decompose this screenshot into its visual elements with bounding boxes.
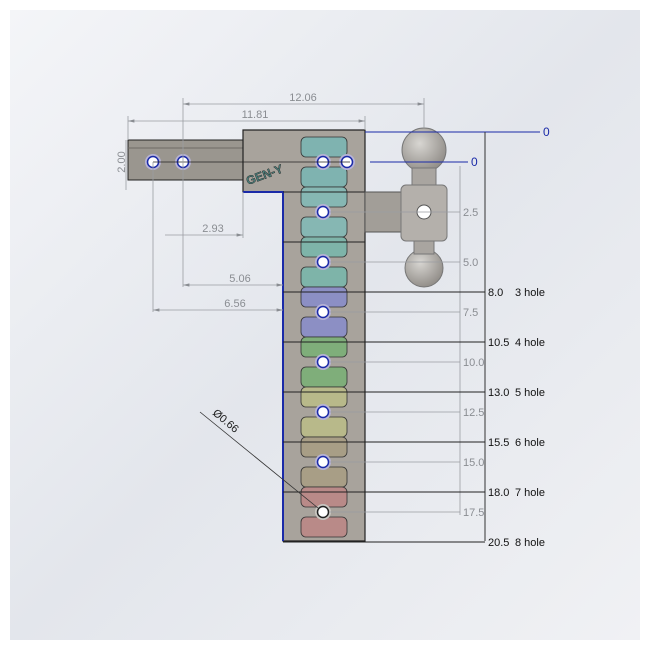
zero-top-label: 0	[543, 125, 550, 139]
drop-hole-label: 7 hole	[515, 487, 545, 499]
hole-offset-label: 5.0	[463, 257, 478, 269]
svg-text:2.00: 2.00	[116, 151, 128, 172]
drop-hole-label: 8 hole	[515, 537, 545, 549]
drop-dimensions: 8.0 3 hole 10.5 4 hole 13.0 5 hole 15.5 6 hole 1…	[283, 287, 545, 549]
drop-hole-label: 5 hole	[515, 387, 545, 399]
mounting-hole	[316, 355, 330, 369]
drop-value: 18.0	[488, 487, 509, 499]
hole-offset-dimensions: 2.5 5.0 7.5 10.0 12.5 15.0 17.5	[330, 207, 484, 519]
dimension-12-06: 12.06	[182, 92, 425, 162]
slot	[300, 236, 348, 258]
left-dimensions: 2.93 5.06 6.56	[152, 162, 283, 312]
mounting-hole	[316, 455, 330, 469]
drop-value: 8.0	[488, 287, 503, 299]
svg-text:2.93: 2.93	[202, 223, 223, 235]
drop-hole-label: 6 hole	[515, 437, 545, 449]
slot	[300, 486, 348, 508]
svg-text:6.56: 6.56	[224, 298, 245, 310]
dimension-2-00: 2.00	[116, 140, 128, 190]
hole-offset-label: 2.5	[463, 207, 478, 219]
slot	[300, 386, 348, 408]
zero-hole-label: 0	[471, 155, 478, 169]
hole-offset-label: 12.5	[463, 407, 484, 419]
slot	[300, 466, 348, 488]
mounting-hole	[316, 205, 330, 219]
diameter-leader	[199, 411, 319, 509]
slot	[300, 136, 348, 158]
slot	[300, 166, 348, 188]
mounting-hole	[316, 255, 330, 269]
hole-offset-label: 17.5	[463, 507, 484, 519]
mounting-hole	[316, 305, 330, 319]
drop-value: 20.5	[488, 537, 509, 549]
svg-text:5.06: 5.06	[229, 273, 250, 285]
lower-ball	[404, 248, 444, 288]
slot	[300, 436, 348, 458]
upper-ball	[401, 127, 447, 173]
slot	[300, 266, 348, 288]
drop-value: 13.0	[488, 387, 509, 399]
hole-offset-label: 15.0	[463, 457, 484, 469]
slot	[300, 286, 348, 308]
slot	[300, 186, 348, 208]
holes-group	[145, 154, 355, 520]
slot	[300, 316, 348, 338]
mounting-hole	[316, 405, 330, 419]
svg-text:11.81: 11.81	[242, 109, 269, 121]
hole-offset-label: 7.5	[463, 307, 478, 319]
drop-hole-label: 3 hole	[515, 287, 545, 299]
hole-offset-label: 10.0	[463, 357, 484, 369]
dimension-11-81: 11.81	[127, 109, 366, 140]
slot	[300, 336, 348, 358]
drop-value: 15.5	[488, 437, 509, 449]
drop-hole-label: 4 hole	[515, 337, 545, 349]
slot	[300, 516, 348, 538]
slot	[300, 366, 348, 388]
svg-text:12.06: 12.06	[289, 92, 317, 104]
mounting-hole	[316, 505, 330, 519]
drop-value: 10.5	[488, 337, 509, 349]
slot	[300, 416, 348, 438]
slot	[300, 216, 348, 238]
